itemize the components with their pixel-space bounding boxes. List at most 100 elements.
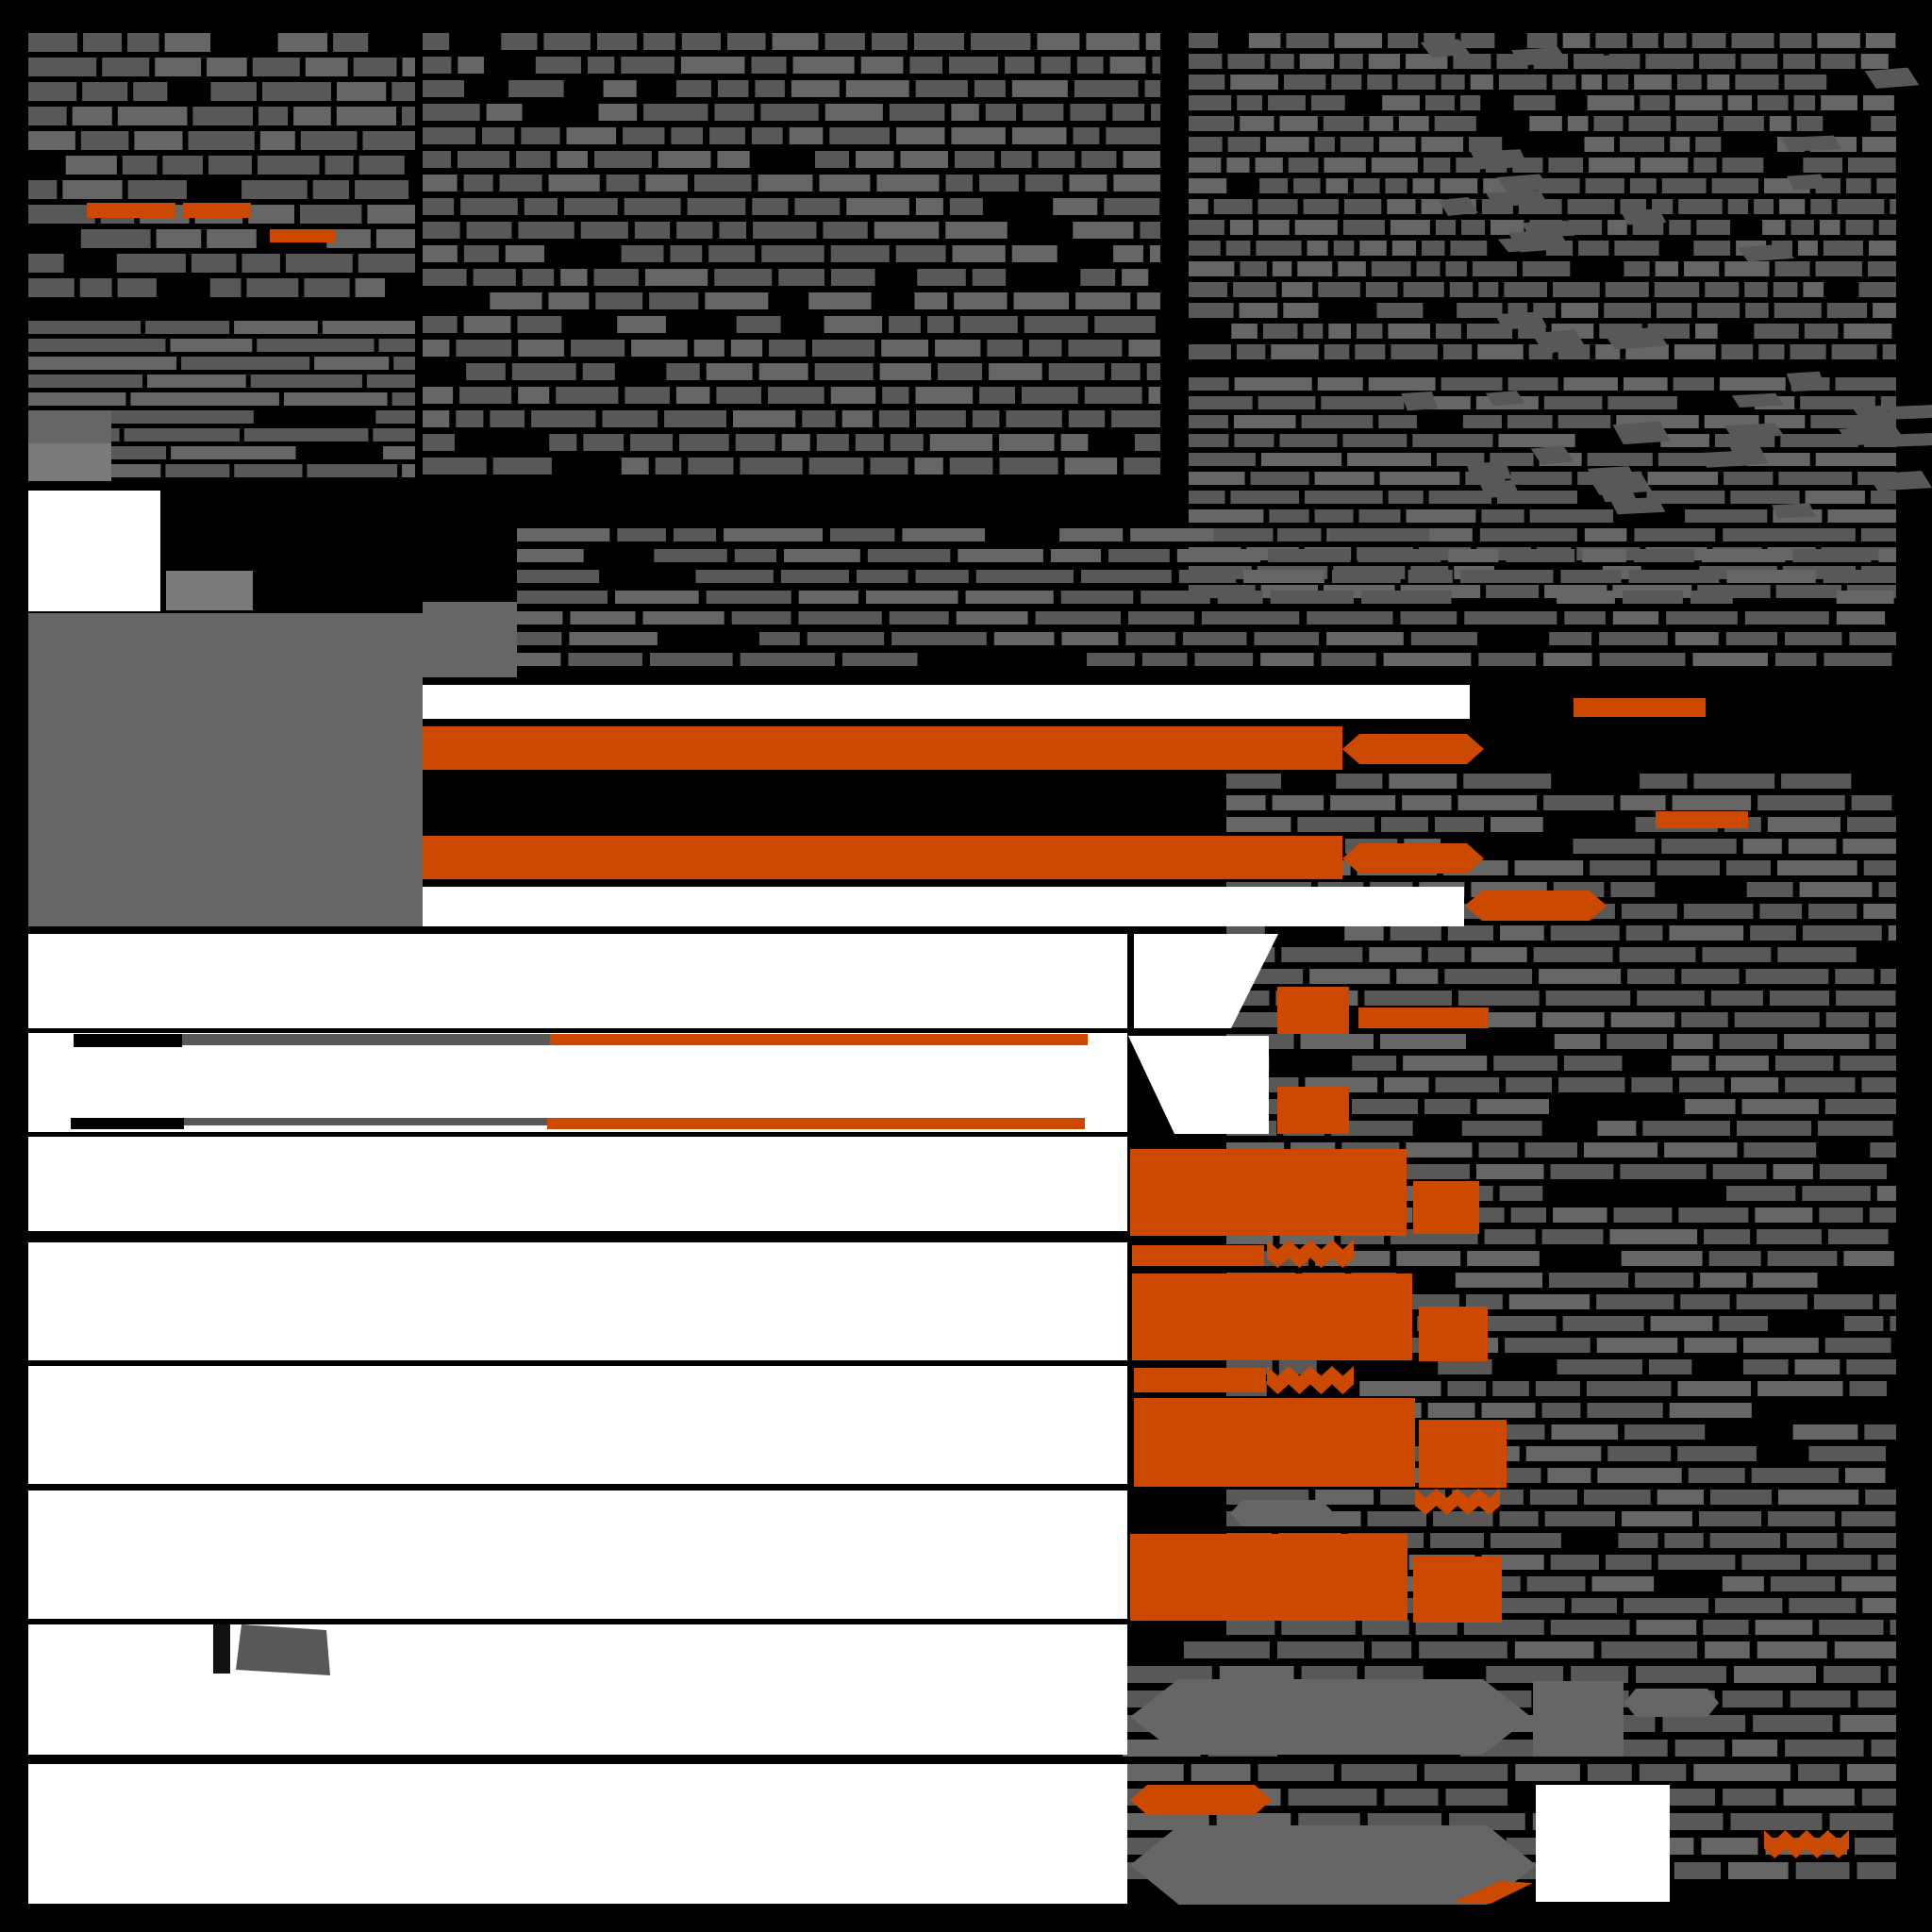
atlas-chip — [258, 107, 289, 125]
atlas-chip — [1712, 1164, 1767, 1179]
atlas-chip — [1524, 1142, 1577, 1158]
atlas-chip — [1695, 324, 1718, 339]
atlas-chip — [1819, 1208, 1863, 1223]
atlas-chip — [768, 387, 824, 404]
atlas-chip — [1587, 453, 1653, 466]
atlas-chip — [1456, 158, 1480, 173]
atlas-chip — [1754, 324, 1799, 339]
atlas-chip — [505, 245, 545, 262]
atlas-chip — [1123, 1666, 1212, 1683]
atlas-chip — [1254, 632, 1320, 645]
atlas-chip — [1624, 261, 1650, 276]
atlas-chip — [1774, 303, 1822, 318]
atlas-chip — [1785, 1740, 1864, 1757]
atlas-chip — [1104, 198, 1160, 215]
atlas-chip — [375, 410, 415, 424]
atlas-chip — [1701, 1838, 1758, 1855]
atlas-chip — [1595, 344, 1621, 359]
atlas-chip — [1406, 1142, 1473, 1158]
atlas-chip — [1048, 363, 1105, 380]
atlas-chip — [1599, 632, 1668, 645]
atlas-chip — [517, 528, 610, 541]
accent-hexagon — [1342, 843, 1484, 874]
atlas-chip — [1260, 453, 1342, 466]
atlas-chip — [1843, 1533, 1896, 1548]
atlas-chip — [250, 375, 362, 388]
atlas-chip — [695, 570, 774, 583]
atlas-chip — [72, 107, 112, 125]
atlas-chip — [798, 591, 859, 604]
atlas-chip — [1582, 549, 1626, 562]
atlas-chip — [1705, 1641, 1750, 1658]
atlas-chip — [758, 632, 800, 645]
atlas-chip — [1314, 509, 1354, 523]
atlas-chip — [1614, 241, 1659, 256]
atlas-chip — [1657, 1555, 1736, 1570]
atlas-chip — [724, 528, 824, 541]
atlas-chip — [1757, 1229, 1822, 1244]
atlas-chip — [1607, 1034, 1667, 1049]
atlas-chip — [644, 269, 708, 286]
atlas-chip — [1189, 396, 1253, 409]
atlas-chip — [1428, 491, 1492, 504]
atlas-chip — [916, 410, 966, 427]
atlas-chip — [1618, 1533, 1658, 1548]
atlas-chip — [1783, 1789, 1855, 1806]
atlas-chip — [1059, 528, 1124, 541]
atlas-chip — [1819, 1164, 1888, 1179]
atlas-chip — [1391, 1164, 1470, 1179]
atlas-chip — [1068, 410, 1106, 427]
accent-block — [1419, 1307, 1488, 1361]
atlas-chip — [28, 357, 177, 370]
atlas-chip — [1697, 303, 1740, 318]
skewed-chip — [1485, 391, 1525, 407]
atlas-chip — [127, 33, 159, 52]
skewed-chip — [1494, 311, 1547, 330]
atlas-chip — [807, 632, 885, 645]
atlas-chip — [1303, 199, 1339, 214]
atlas-chip — [1230, 491, 1300, 504]
atlas-chip — [373, 428, 415, 441]
atlas-chip — [1491, 817, 1543, 832]
atlas-chip — [1217, 591, 1263, 604]
atlas-chip — [1510, 472, 1573, 485]
atlas-chip — [1484, 1229, 1536, 1244]
atlas-chip — [336, 107, 396, 125]
atlas-chip — [353, 58, 397, 76]
atlas-chip — [958, 549, 1043, 562]
atlas-chip — [1447, 925, 1494, 941]
atlas-chip — [1593, 116, 1624, 131]
atlas-chip — [1423, 158, 1451, 173]
accent-hexagon — [1130, 1785, 1272, 1815]
atlas-chip — [709, 127, 745, 144]
atlas-chip — [1234, 377, 1312, 391]
atlas-chip — [1783, 54, 1816, 69]
atlas-chip — [1767, 817, 1841, 832]
atlas-chip — [1827, 509, 1896, 523]
atlas-chip — [1624, 1424, 1706, 1440]
atlas-chip — [792, 57, 855, 74]
atlas-chip — [1189, 158, 1222, 173]
atlas-chip — [952, 245, 1006, 262]
atlas-chip — [1076, 57, 1104, 74]
atlas-chip — [1685, 1099, 1736, 1114]
atlas-chip — [1314, 137, 1335, 152]
atlas-chip — [798, 611, 882, 625]
atlas-chip — [1730, 491, 1800, 504]
atlas-chip — [1671, 1056, 1709, 1071]
atlas-chip — [634, 222, 671, 239]
atlas-chip — [624, 198, 681, 215]
atlas-chip — [1352, 1056, 1397, 1071]
atlas-chip — [1787, 1533, 1838, 1548]
atlas-chip — [1441, 75, 1465, 90]
atlas-chip — [1548, 158, 1584, 173]
atlas-chip — [1876, 1186, 1896, 1201]
skewed-chip — [1731, 392, 1784, 408]
atlas-chip — [1669, 220, 1691, 235]
skewed-chip — [1699, 450, 1749, 468]
atlas-chip — [1542, 1012, 1605, 1027]
atlas-chip — [1372, 1641, 1412, 1658]
atlas-chip — [1583, 1490, 1651, 1505]
atlas-chip — [466, 222, 512, 239]
atlas-chip — [1086, 33, 1140, 50]
